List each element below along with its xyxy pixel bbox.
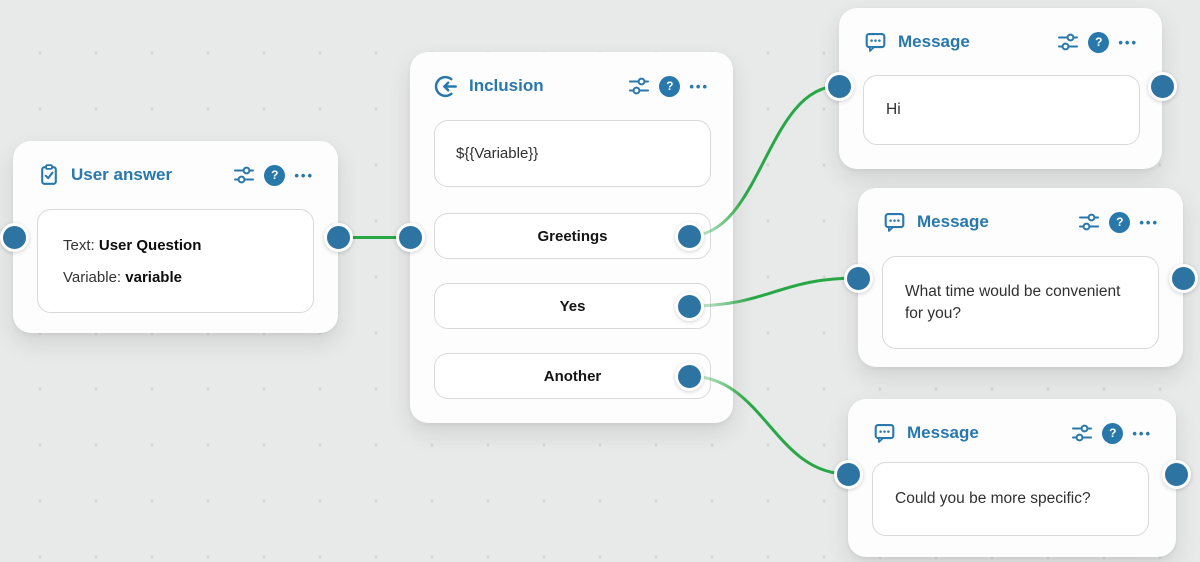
help-button[interactable]: ? (1102, 422, 1124, 444)
port-message-top-output[interactable] (1147, 71, 1177, 101)
node-header: Inclusion ? ••• (434, 73, 709, 99)
port-option-yes[interactable] (674, 291, 704, 321)
more-menu-button[interactable]: ••• (1118, 34, 1138, 50)
more-menu-button[interactable]: ••• (1139, 214, 1159, 230)
sliders-icon (234, 166, 255, 184)
inclusion-option-yes[interactable]: Yes (434, 283, 711, 329)
message-text-box[interactable]: Hi (863, 75, 1140, 145)
port-user-answer-output[interactable] (323, 223, 353, 252)
arrow-enter-circle-icon (434, 75, 457, 97)
message-text: What time would be convenient for you? (905, 282, 1121, 322)
variable-field-value: variable (125, 269, 182, 286)
option-label: Greetings (537, 227, 608, 245)
node-header: Message ? ••• (882, 209, 1159, 235)
node-header: User answer ? ••• (37, 162, 314, 188)
node-title: Message (898, 32, 970, 51)
node-message-top[interactable]: Message ? ••• Hi (839, 8, 1162, 169)
node-title: Message (907, 423, 979, 442)
node-title: Inclusion (469, 76, 544, 95)
port-message-middle-output[interactable] (1168, 263, 1198, 293)
variable-field-line: Variable: variable (63, 267, 289, 288)
node-inclusion[interactable]: Inclusion ? ••• ${{Variable}} Greetings (410, 52, 733, 423)
more-menu-button[interactable]: ••• (1132, 425, 1152, 441)
node-message-bottom[interactable]: Message ? ••• Could you be more specific… (848, 399, 1176, 557)
port-message-bottom-output[interactable] (1161, 459, 1191, 489)
sliders-icon (1058, 33, 1079, 51)
chat-bubble-icon (865, 33, 886, 52)
sliders-icon (1079, 213, 1100, 231)
help-button[interactable]: ? (659, 75, 681, 97)
node-header: Message ? ••• (863, 29, 1138, 55)
message-text-box[interactable]: Could you be more specific? (872, 462, 1149, 536)
clipboard-check-icon (41, 164, 57, 185)
help-button[interactable]: ? (1088, 31, 1110, 53)
inclusion-variable-box[interactable]: ${{Variable}} (434, 120, 711, 187)
chat-bubble-icon (884, 213, 905, 232)
text-field-value: User Question (98, 237, 202, 254)
node-message-middle[interactable]: Message ? ••• What time would be conveni… (858, 188, 1183, 367)
port-inclusion-input[interactable] (395, 223, 425, 252)
node-title: Message (917, 212, 989, 231)
inclusion-option-greetings[interactable]: Greetings (434, 213, 711, 259)
settings-button[interactable] (233, 165, 255, 185)
node-title: User answer (71, 165, 173, 184)
more-menu-button[interactable]: ••• (294, 167, 314, 183)
sliders-icon (629, 77, 650, 95)
message-text-box[interactable]: What time would be convenient for you? (882, 256, 1159, 349)
port-message-middle-input[interactable] (843, 263, 873, 293)
port-message-bottom-input[interactable] (833, 459, 863, 489)
settings-button[interactable] (1071, 423, 1093, 443)
node-header: Message ? ••• (872, 420, 1152, 446)
port-option-greetings[interactable] (674, 221, 704, 251)
settings-button[interactable] (628, 76, 650, 96)
help-button[interactable]: ? (1109, 211, 1131, 233)
option-label: Another (543, 367, 602, 385)
help-button[interactable]: ? (264, 164, 286, 186)
node-user-answer[interactable]: User answer ? ••• Text: User Question (13, 141, 338, 333)
port-option-another[interactable] (674, 361, 704, 391)
port-user-answer-input[interactable] (0, 223, 29, 252)
more-menu-button[interactable]: ••• (689, 78, 709, 94)
inclusion-variable-text: ${{Variable}} (456, 145, 539, 162)
settings-button[interactable] (1078, 212, 1100, 232)
inclusion-option-another[interactable]: Another (434, 353, 711, 399)
option-label: Yes (559, 297, 586, 315)
settings-button[interactable] (1057, 32, 1079, 52)
text-field-label: Text: (63, 237, 95, 254)
text-field-line: Text: User Question (63, 235, 289, 256)
message-text: Hi (886, 101, 901, 118)
port-message-top-input[interactable] (824, 71, 854, 101)
sliders-icon (1072, 424, 1093, 442)
user-answer-summary-box[interactable]: Text: User Question Variable: variable (37, 209, 314, 313)
variable-field-label: Variable: (63, 269, 122, 286)
message-text: Could you be more specific? (895, 490, 1091, 507)
chat-bubble-icon (874, 424, 895, 443)
